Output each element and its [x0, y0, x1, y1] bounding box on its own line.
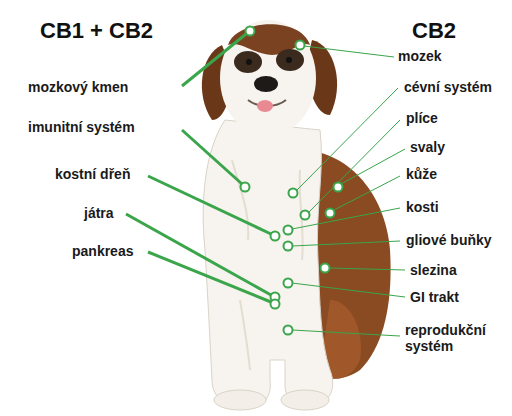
receptor-heading: CB1 + CB2 [40, 18, 153, 44]
dog-paw [214, 390, 266, 410]
receptor-heading: CB2 [412, 18, 456, 44]
organ-label: kůže [406, 166, 437, 182]
organ-label: cévní systém [404, 79, 492, 95]
dog-tongue [257, 100, 273, 112]
organ-label: mozek [398, 48, 442, 64]
organ-label: slezina [410, 262, 457, 278]
dog-body [203, 120, 333, 408]
eye-mask [234, 51, 262, 73]
dog-eye [246, 59, 252, 65]
leader-lines [126, 34, 271, 302]
leader-lines [292, 46, 405, 336]
marker-dots [241, 27, 343, 335]
organ-label: kosti [406, 199, 439, 215]
organ-label: svaly [410, 139, 445, 155]
organ-label: gliové buňky [406, 232, 492, 248]
organ-label: reprodukční systém [405, 322, 505, 354]
fur-shading [232, 160, 303, 370]
organ-label: mozkový kmen [28, 79, 128, 95]
organ-label: GI trakt [410, 289, 459, 305]
dog-eye [286, 57, 292, 63]
organ-label: plíce [406, 110, 438, 126]
organ-label: pankreas [72, 243, 133, 259]
dog-paw [281, 390, 329, 410]
organ-label: kostní dřeň [55, 166, 130, 182]
organ-label: játra [84, 205, 114, 221]
eye-mask [276, 49, 304, 71]
dog-head [220, 20, 316, 136]
organ-label: imunitní systém [28, 119, 135, 135]
dog-nose [254, 76, 278, 92]
